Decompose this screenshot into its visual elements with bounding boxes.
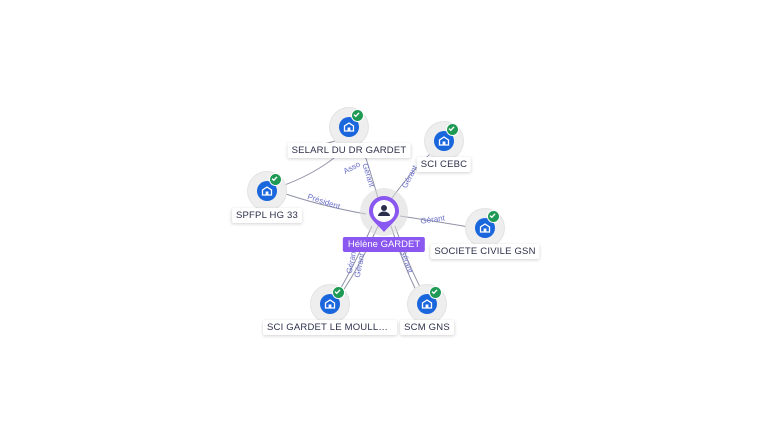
company-node-gsn[interactable] [466,209,504,247]
edge-label: Président [306,192,342,211]
person-icon [378,205,390,216]
edge-label: Gérant [360,162,376,189]
verified-check-icon [269,173,282,186]
verified-check-icon [351,109,364,122]
building-icon [434,131,454,151]
verified-check-icon [332,286,345,299]
company-label-moulle[interactable]: SCI GARDET LE MOULLE... [263,320,397,335]
company-label-spfpl[interactable]: SPFPL HG 33 [231,208,303,223]
building-icon [339,117,359,137]
building-icon [417,294,437,314]
company-label-gsn[interactable]: SOCIETE CIVILE GSN [430,244,540,259]
verified-check-icon [446,123,459,136]
center-person-label[interactable]: Hélène GARDET [342,237,426,252]
company-node-spfpl[interactable] [248,172,286,210]
company-label-gns[interactable]: SCM GNS [400,320,454,335]
company-node-moulle[interactable] [311,285,349,323]
company-label-selarl[interactable]: SELARL DU DR GARDET [287,143,411,158]
verified-check-icon [487,210,500,223]
company-node-selarl[interactable] [330,108,368,146]
verified-check-icon [429,286,442,299]
edge-label: Gérant [398,248,415,275]
building-icon [257,181,277,201]
building-icon [320,294,340,314]
center-person-node[interactable] [360,188,408,236]
building-icon [475,218,495,238]
company-node-cebc[interactable] [425,122,463,160]
edge-label: Asso [342,159,362,176]
company-label-cebc[interactable]: SCI CEBC [416,157,472,172]
edge-label: Gérant [420,213,446,225]
company-node-gns[interactable] [408,285,446,323]
